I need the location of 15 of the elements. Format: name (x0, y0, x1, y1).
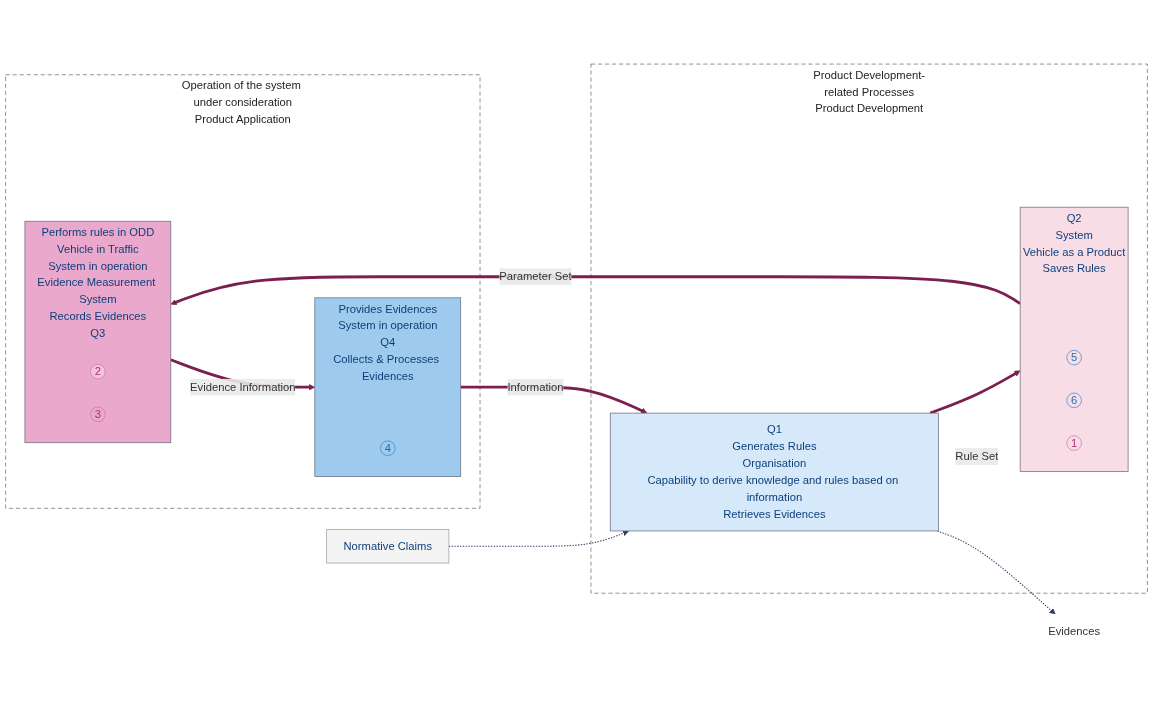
arrow (929, 370, 1021, 415)
node-circle: 2 (90, 363, 106, 380)
node-circle: 3 (90, 406, 106, 423)
node-text: Evidences (1048, 624, 1101, 637)
edge-label: Parameter Set (499, 270, 572, 283)
edge-label: Information (507, 380, 564, 393)
node-box: Normative Claims (326, 529, 450, 564)
node-circle: 4 (380, 440, 396, 456)
edge-label: Evidence Information (190, 380, 296, 393)
node-circle: 5 (1066, 349, 1082, 366)
edge-label: Rule Set (955, 450, 999, 463)
node-circle: 6 (1066, 392, 1082, 409)
node-box: Q1 Generates Rules Organisation Capability to derive knowledge and rules based on information Retrieves Evidences (609, 412, 939, 532)
arrow (170, 275, 1021, 306)
node-circle: 1 (1066, 435, 1082, 451)
